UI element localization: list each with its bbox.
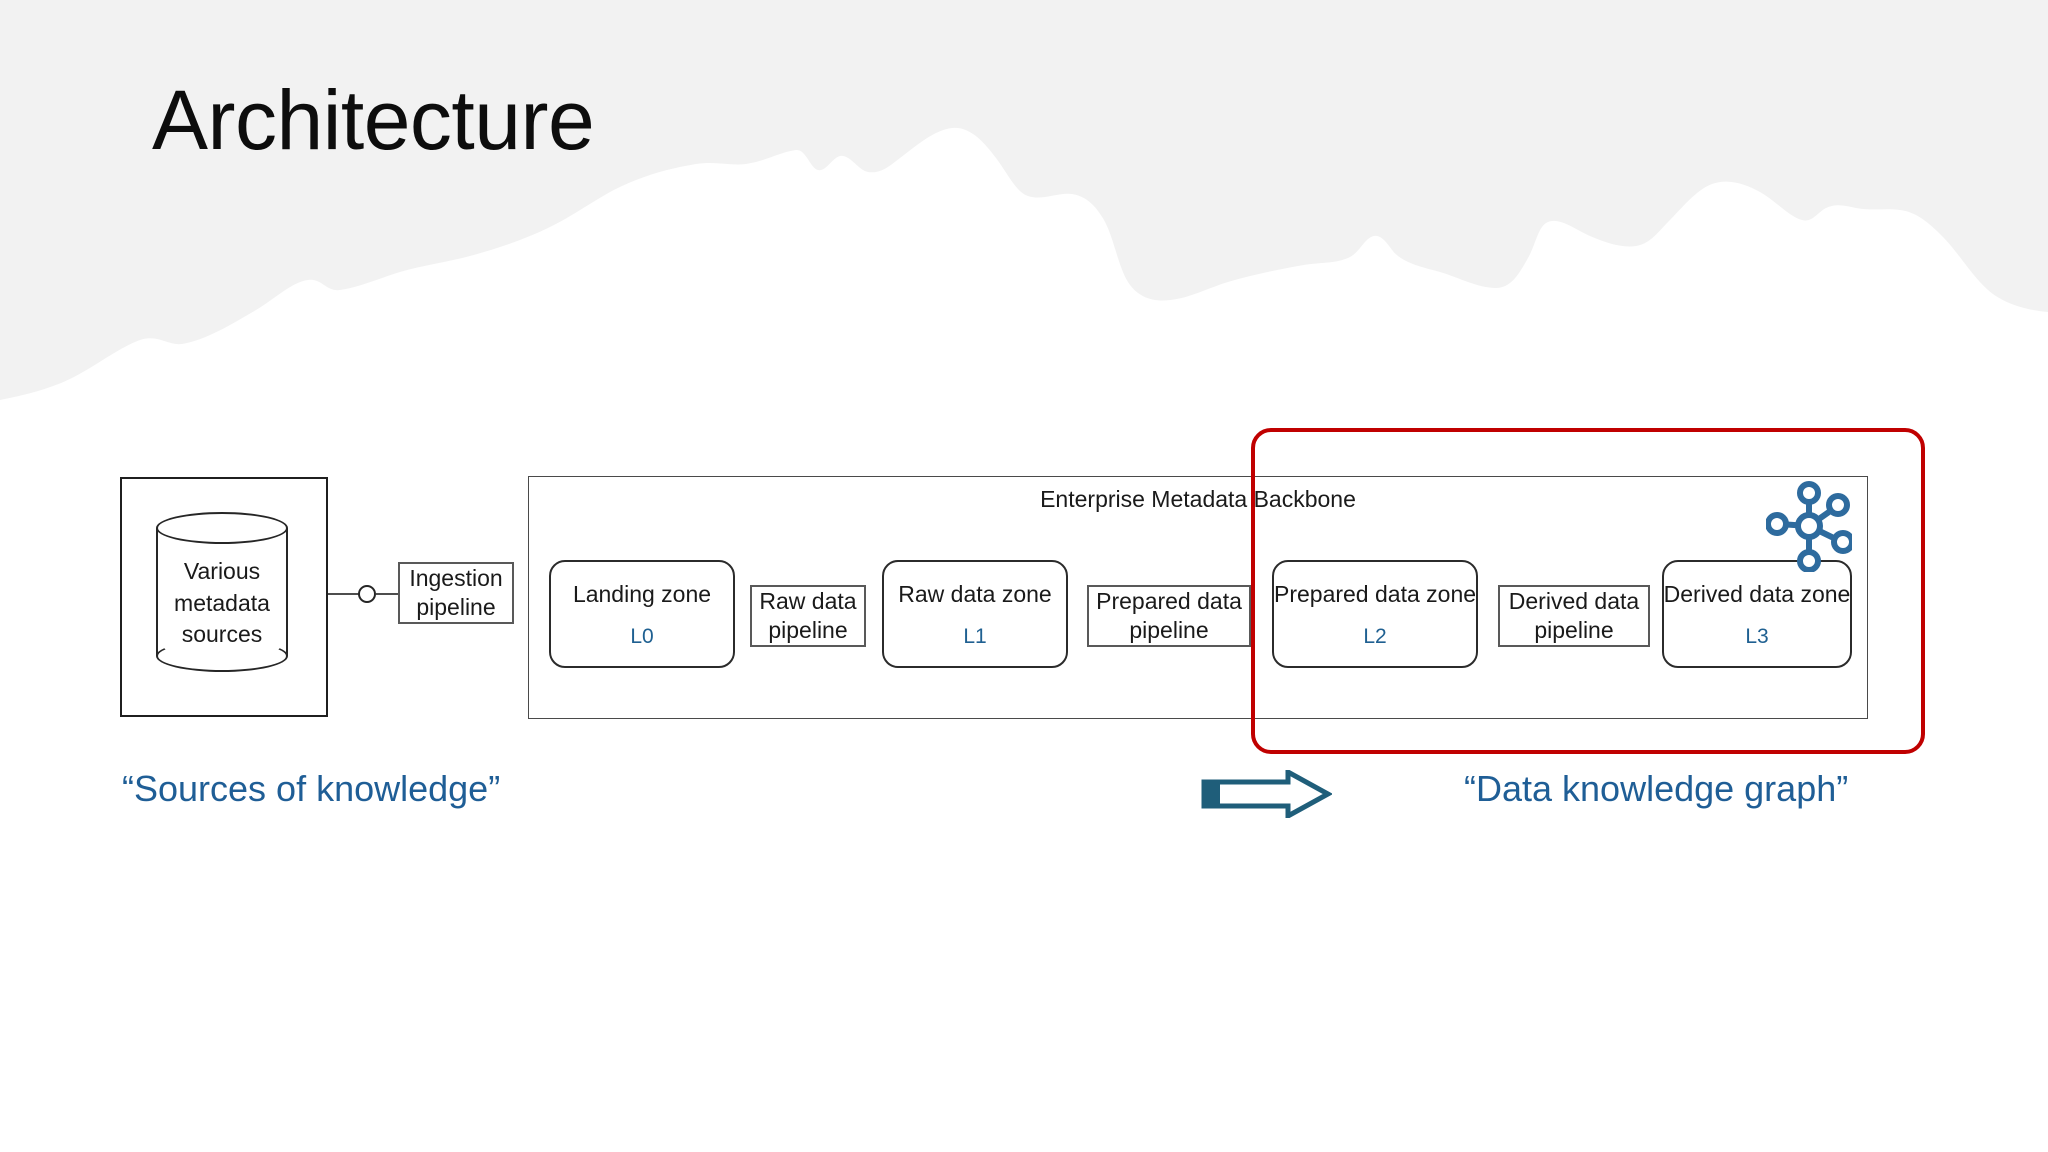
cylinder-body	[156, 528, 288, 656]
backbone-title: Enterprise Metadata Backbone	[1040, 486, 1356, 512]
ingestion-pipeline-line-1: Ingestion	[409, 565, 503, 592]
pipeline-prepared-data[interactable]: Prepared data pipeline	[1087, 585, 1251, 647]
cylinder-top	[156, 512, 288, 544]
zone-landing[interactable]: Landing zone L0	[549, 560, 735, 668]
ingestion-pipeline-box[interactable]: Ingestion pipeline	[398, 562, 514, 624]
ingestion-pipeline-label: Ingestion pipeline	[403, 564, 508, 622]
connector-line-left	[328, 593, 360, 595]
callout-sources-of-knowledge: “Sources of knowledge”	[122, 768, 501, 809]
zone-raw-data[interactable]: Raw data zone L1	[882, 560, 1068, 668]
connector-line-right	[376, 593, 398, 595]
zone-derived-data-level: L3	[1745, 625, 1769, 649]
zone-derived-data-title: Derived data zone	[1663, 580, 1851, 607]
sources-label: Various metadata sources	[156, 556, 288, 651]
sources-label-line-2: metadata	[174, 589, 270, 616]
pipeline-raw-data[interactable]: Raw data pipeline	[750, 585, 866, 647]
zone-raw-data-title: Raw data zone	[898, 580, 1052, 607]
pipeline-derived-data-label: Derived data pipeline	[1503, 587, 1645, 645]
pipeline-derived-data[interactable]: Derived data pipeline	[1498, 585, 1650, 647]
callout-data-knowledge-graph: “Data knowledge graph”	[1464, 768, 1849, 809]
database-cylinder-icon	[156, 512, 288, 672]
pipeline-raw-data-line-2: pipeline	[768, 617, 848, 643]
pipeline-prepared-data-line-1: Prepared data	[1096, 588, 1242, 615]
pipeline-raw-data-line-1: Raw data	[759, 588, 857, 615]
zone-landing-level: L0	[630, 625, 654, 649]
pipeline-raw-data-label: Raw data pipeline	[753, 587, 862, 645]
connector-node	[358, 585, 376, 603]
cylinder-bottom	[156, 640, 288, 672]
pipeline-derived-data-line-1: Derived data	[1508, 588, 1640, 615]
zone-derived-data[interactable]: Derived data zone L3	[1662, 560, 1852, 668]
pipeline-derived-data-line-2: pipeline	[1534, 617, 1614, 643]
knowledge-graph-icon	[1766, 481, 1852, 572]
transition-arrow	[1201, 770, 1332, 818]
pipeline-prepared-data-label: Prepared data pipeline	[1090, 587, 1248, 645]
zone-prepared-data[interactable]: Prepared data zone L2	[1272, 560, 1478, 668]
data-knowledge-graph-highlight	[1251, 428, 1925, 754]
sources-label-line-1: Various	[183, 558, 261, 584]
zone-landing-title: Landing zone	[572, 580, 712, 607]
page-title: Architecture	[152, 73, 595, 167]
ingestion-pipeline-line-2: pipeline	[416, 594, 496, 620]
zone-raw-data-level: L1	[963, 625, 987, 649]
sources-label-line-3: sources	[181, 621, 263, 648]
pipeline-prepared-data-line-2: pipeline	[1129, 617, 1209, 643]
zone-prepared-data-title: Prepared data zone	[1273, 580, 1477, 607]
zone-prepared-data-level: L2	[1363, 625, 1387, 649]
